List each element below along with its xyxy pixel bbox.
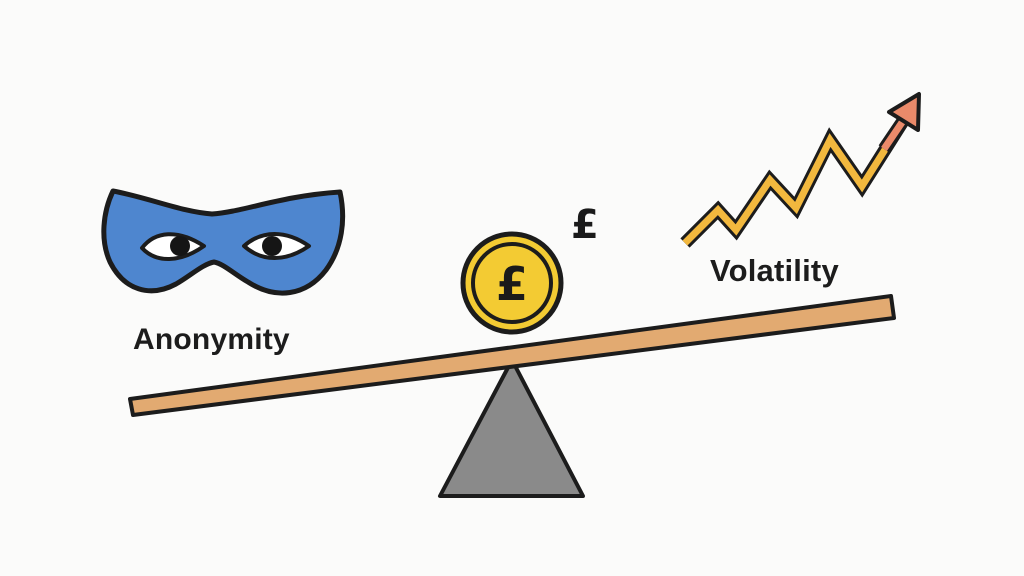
left-pupil (170, 236, 190, 256)
mask-icon (101, 188, 346, 296)
rising-trend-arrow-icon (680, 92, 921, 248)
volatility-label: Volatility (710, 253, 839, 288)
pound-coin-icon: £ (460, 231, 564, 335)
floating-pound-symbol: £ (571, 202, 599, 248)
fulcrum (438, 358, 585, 498)
coin-symbol: £ (496, 257, 528, 311)
seesaw-beam (128, 294, 896, 417)
anonymity-label: Anonymity (133, 323, 290, 356)
arrow-head (887, 92, 921, 132)
right-pupil (262, 236, 282, 256)
